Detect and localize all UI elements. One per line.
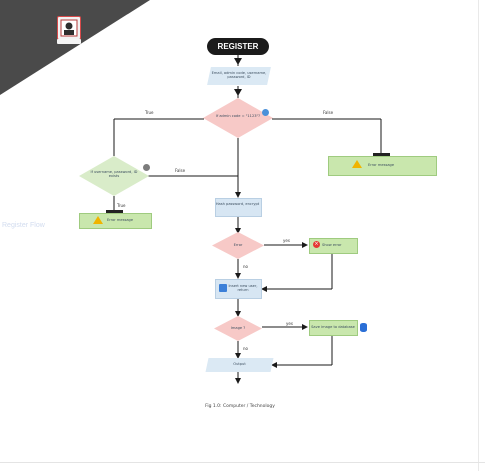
error-process-text: Show error <box>322 243 342 247</box>
branch-false-middle-label: False <box>175 168 186 173</box>
branch-false-right-label: False <box>323 110 334 115</box>
avatar-icon <box>57 16 81 40</box>
error-right-text: Error message <box>368 163 395 167</box>
error-left-text: Error message <box>107 218 134 222</box>
branch-true-left-label: True <box>145 110 154 115</box>
person-icon <box>143 164 150 171</box>
figure-caption: Fig 1.0: Computer / Technology <box>205 404 275 409</box>
watermark-text: Register Flow <box>2 222 45 229</box>
info-icon <box>262 109 269 116</box>
error-left-top-bar <box>106 210 123 213</box>
no-label-2: no <box>243 346 248 351</box>
register-label: REGISTER <box>217 42 259 51</box>
register-start-node: REGISTER <box>207 38 269 55</box>
yes-label: yes <box>283 238 290 243</box>
process-box-text: Hash password, encrypt <box>215 202 260 206</box>
output-text: Output <box>233 362 246 366</box>
document-icon <box>219 284 227 292</box>
save-image-node <box>309 320 358 336</box>
process-hash-node <box>215 198 262 217</box>
save-image-text: Save image to database <box>311 325 355 329</box>
branch-true-bottom-label: True <box>117 203 126 208</box>
error-right-top-bar <box>373 153 390 156</box>
frame-border-right <box>478 0 479 471</box>
decision-error-text: Error <box>233 243 243 247</box>
input-box-text: Email, admin code, username, password, I… <box>211 71 267 80</box>
decision-exists-text: If username, password, ID exists <box>90 170 138 179</box>
avatar-label <box>57 39 81 44</box>
warning-icon <box>93 216 103 224</box>
frame-border-bottom <box>0 462 485 463</box>
second-process-text: Insert new user, return <box>228 284 258 293</box>
decision-image-text: Image ? <box>230 326 246 330</box>
warning-icon <box>352 160 362 168</box>
show-error-node <box>309 238 358 254</box>
decision-admin-text: If admin code = "1123"? <box>215 114 261 118</box>
yes-label-2: yes <box>286 321 293 326</box>
database-icon <box>360 323 367 332</box>
error-icon: × <box>313 241 320 248</box>
no-label: no <box>243 264 248 269</box>
